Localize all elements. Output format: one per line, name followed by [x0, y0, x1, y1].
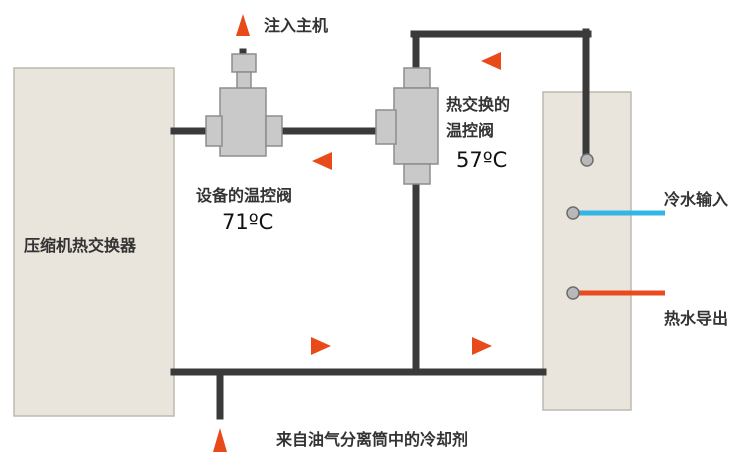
heat-exchange-valve — [375, 67, 439, 185]
port-cold — [566, 206, 580, 220]
port-top — [580, 153, 594, 167]
compressor-exchanger-label: 压缩机热交换器 — [24, 236, 137, 255]
port-hot — [566, 286, 580, 300]
hot-water-out-label: 热水导出 — [664, 309, 729, 328]
device-valve — [205, 53, 283, 157]
arrow-mid-left — [312, 152, 332, 170]
heat-exchange-valve-label: 热交换的 温控阀 — [446, 92, 510, 144]
heat-exchange-valve-label-line2: 温控阀 — [446, 121, 495, 140]
arrow-bottom-right-2 — [472, 337, 492, 355]
inject-host-label: 注入主机 — [264, 16, 329, 35]
device-temp: 71ºC — [222, 210, 274, 234]
arrow-refrigerant-up — [213, 428, 227, 452]
arrow-bottom-right-1 — [311, 337, 331, 355]
heat-exchange-temp: 57ºC — [456, 148, 508, 172]
refrigerant-source-label: 来自油气分离筒中的冷却剂 — [276, 430, 469, 449]
device-valve-label: 设备的温控阀 — [196, 186, 293, 205]
arrow-top-left — [481, 52, 501, 70]
heat-exchange-valve-label-line1: 热交换的 — [446, 95, 511, 114]
compressor-exchanger-box — [13, 67, 175, 417]
cold-water-in-label: 冷水输入 — [664, 190, 729, 209]
arrow-inject-up — [236, 14, 250, 36]
